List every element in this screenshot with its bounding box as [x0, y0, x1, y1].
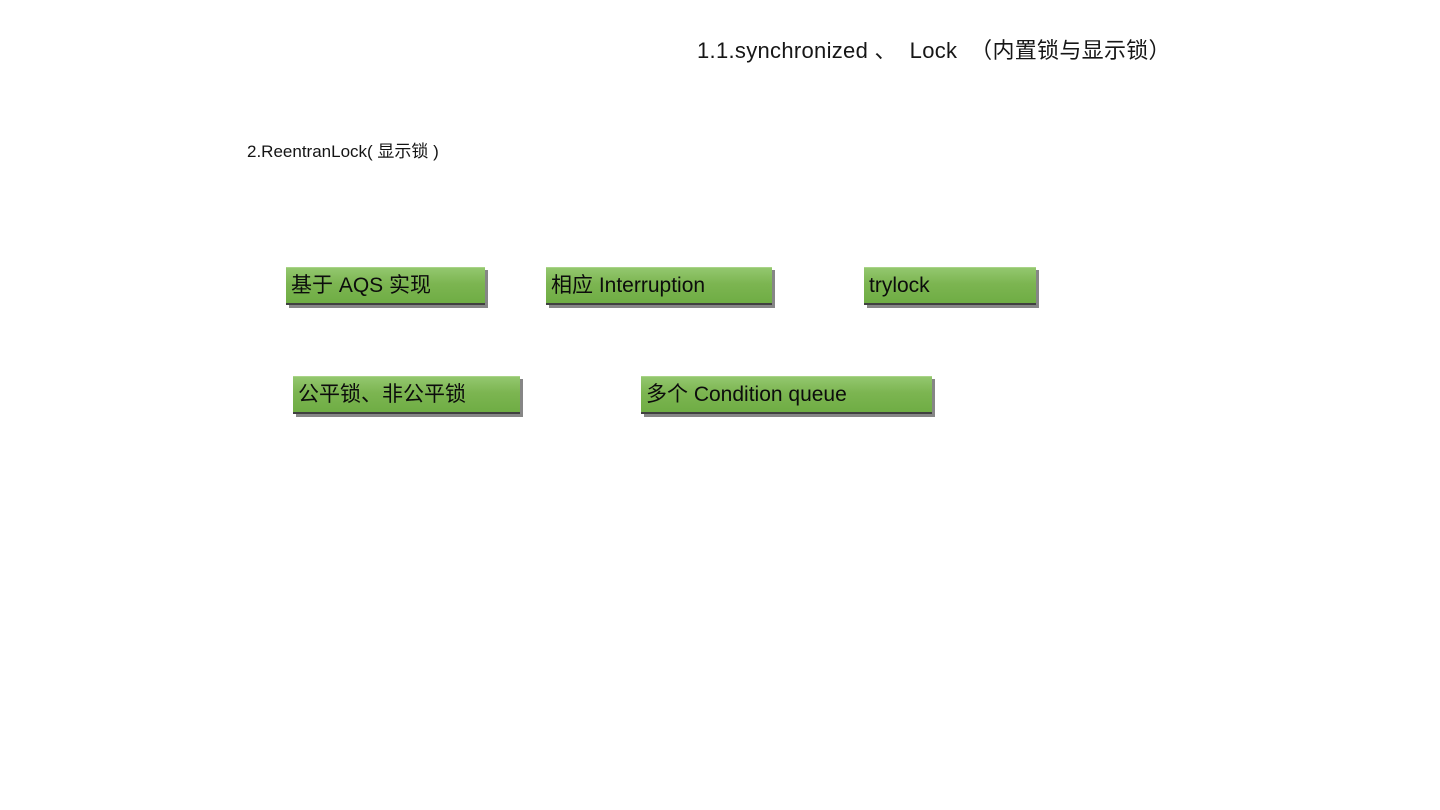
node-interruption[interactable]: 相应 Interruption [546, 267, 772, 305]
node-fair-lock[interactable]: 公平锁、非公平锁 [293, 376, 520, 414]
node-condition-queue[interactable]: 多个 Condition queue [641, 376, 932, 414]
node-trylock[interactable]: trylock [864, 267, 1036, 305]
page-title: 1.1.synchronized 、 Lock （内置锁与显示锁） [697, 38, 1171, 63]
section-label: 2.ReentranLock( 显示锁 ) [247, 142, 439, 161]
node-aqs[interactable]: 基于 AQS 实现 [286, 267, 485, 305]
